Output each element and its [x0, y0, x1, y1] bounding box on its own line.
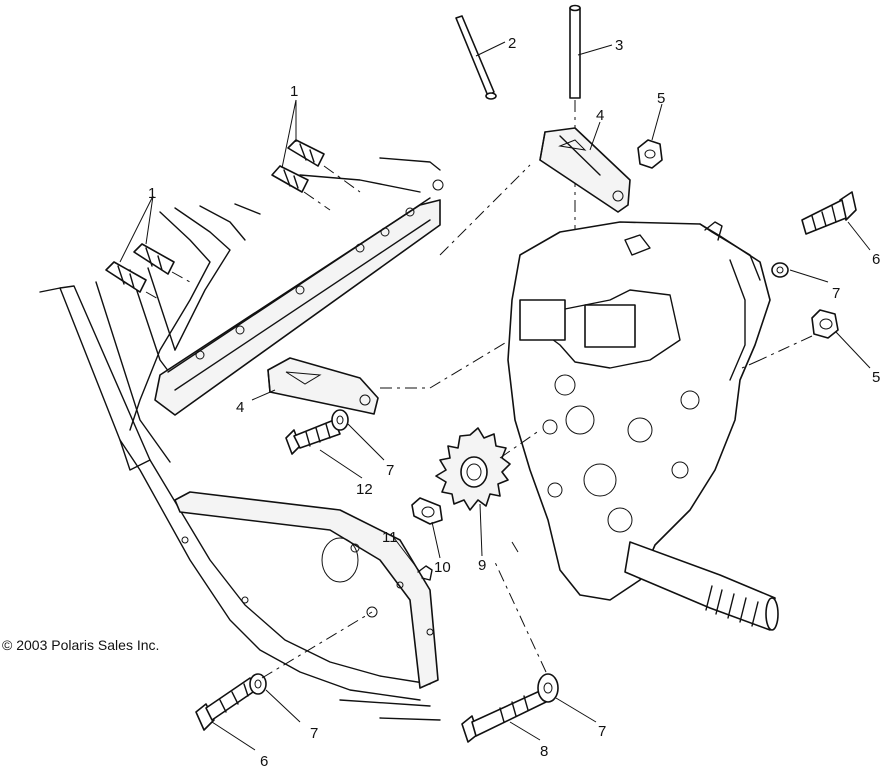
callout-7-right: 7 — [832, 285, 840, 302]
copyright-notice: © 2003 Polaris Sales Inc. — [2, 637, 159, 653]
bolt-1-lower-a — [133, 243, 175, 275]
callout-6-right: 6 — [872, 251, 880, 268]
chassis-frame — [39, 157, 441, 721]
bolt-8 — [461, 689, 547, 743]
callout-7-lower-left: 7 — [310, 725, 318, 742]
pin-2 — [455, 15, 497, 100]
output-shaft — [624, 541, 779, 631]
washer-7-right — [771, 262, 789, 278]
callout-2: 2 — [508, 35, 516, 52]
callout-8: 8 — [540, 743, 548, 760]
bolt-6-right — [801, 191, 857, 235]
rod-3 — [569, 4, 581, 99]
sprocket-9 — [435, 427, 511, 511]
nut-5-right — [811, 309, 839, 339]
callout-10: 10 — [434, 559, 451, 576]
washer-7-mid — [331, 409, 349, 431]
callout-3: 3 — [615, 37, 623, 54]
callout-9: 9 — [478, 557, 486, 574]
callout-1-lower: 1 — [148, 185, 156, 202]
bracket-4-upper — [539, 127, 631, 213]
callout-5-upper: 5 — [657, 90, 665, 107]
nut-5-upper — [637, 139, 663, 169]
leader-lines — [119, 41, 871, 751]
callout-1-upper: 1 — [290, 83, 298, 100]
callout-11: 11 — [382, 529, 398, 546]
bolt-6-lower-left — [195, 677, 257, 731]
callout-12: 12 — [356, 481, 373, 498]
callout-4-upper: 4 — [596, 107, 604, 124]
bolt-12 — [285, 419, 341, 455]
gearcase — [507, 221, 771, 601]
mounting-rail — [154, 179, 444, 416]
bracket-4-lower — [267, 357, 379, 415]
washer-7-lower-right — [537, 673, 559, 703]
lower-plate — [174, 491, 439, 689]
callout-7-lower-right: 7 — [598, 723, 606, 740]
retainer-10 — [411, 497, 443, 525]
callout-6-lower: 6 — [260, 753, 268, 768]
callout-5-right: 5 — [872, 369, 880, 386]
callout-7-mid: 7 — [386, 462, 394, 479]
bolt-1-lower-b — [105, 261, 147, 293]
washer-7-lower-left — [249, 673, 267, 695]
callout-4-lower: 4 — [236, 399, 244, 416]
clip-11 — [417, 565, 433, 581]
bolt-1-upper-a — [287, 139, 325, 167]
bolt-1-upper-b — [271, 165, 309, 193]
